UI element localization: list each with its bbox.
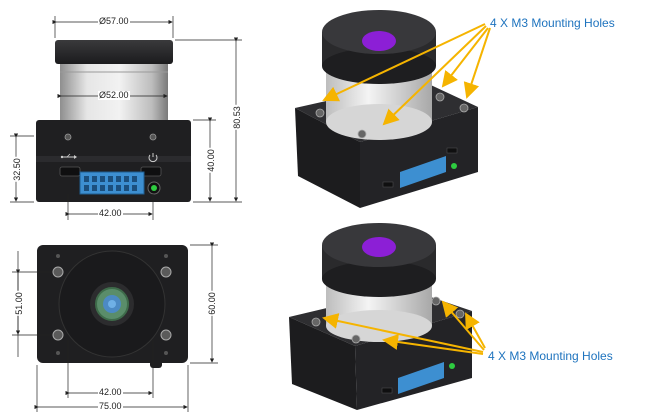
mounting-hole-icon: [357, 129, 367, 139]
mounting-hole-icon: [160, 266, 172, 278]
mounting-hole-icon: [315, 108, 325, 118]
mounting-hole-icon: [311, 317, 321, 327]
status-led: [451, 163, 457, 169]
terminal-connector: [398, 362, 444, 394]
dim-cylinder-diameter: Ø52.00: [98, 90, 130, 100]
dim-hole-spacing-x: 42.00: [98, 387, 123, 397]
usb-icon: [60, 153, 77, 159]
mounting-hole-icon: [160, 329, 172, 341]
dim-connector-height: 32.50: [11, 157, 22, 182]
top-view: [37, 245, 188, 368]
callout-arrows-bottom: [322, 300, 486, 355]
iso-body-right-face: [355, 311, 472, 410]
iso-view-top: [295, 10, 491, 208]
iso-body-left-face: [289, 317, 357, 410]
mounting-hole-icon: [52, 266, 64, 278]
mounting-hole-icon: [52, 329, 64, 341]
iso-view-bottom: [289, 223, 486, 410]
iso-body-left-face: [295, 108, 360, 208]
dim-connector-width: 42.00: [98, 208, 123, 218]
mounting-hole-icon: [431, 296, 441, 306]
usb-port: [382, 181, 394, 188]
front-view: [36, 40, 191, 202]
front-cap: [55, 40, 173, 64]
mounting-hole-icon: [435, 92, 445, 102]
mounting-hole-icon: [64, 133, 72, 141]
status-led: [449, 363, 455, 369]
connector-pins: [84, 176, 137, 191]
mounting-hole-icon: [459, 103, 469, 113]
callout-mounting-holes-top: 4 X M3 Mounting Holes: [490, 16, 615, 30]
dim-total-height: 80.53: [231, 105, 242, 130]
mounting-hole-icon: [149, 133, 157, 141]
terminal-connector: [400, 156, 446, 188]
power-icon: [148, 153, 158, 163]
callout-arrows-top: [322, 23, 491, 126]
lens-icon: [362, 31, 396, 51]
callout-mounting-holes-bottom: 4 X M3 Mounting Holes: [488, 349, 613, 363]
dim-body-depth: 60.00: [206, 291, 217, 316]
usb-port: [59, 166, 81, 177]
lens-icon: [362, 237, 396, 257]
dim-cap-diameter: Ø57.00: [98, 16, 130, 26]
dim-body-width: 75.00: [98, 401, 123, 411]
dim-body-height: 40.00: [205, 148, 216, 173]
mounting-hole-icon: [351, 334, 361, 344]
usb-port: [446, 147, 458, 154]
mounting-hole-icon: [455, 309, 465, 319]
dim-hole-spacing-y: 51.00: [13, 291, 24, 316]
usb-port: [381, 387, 393, 394]
